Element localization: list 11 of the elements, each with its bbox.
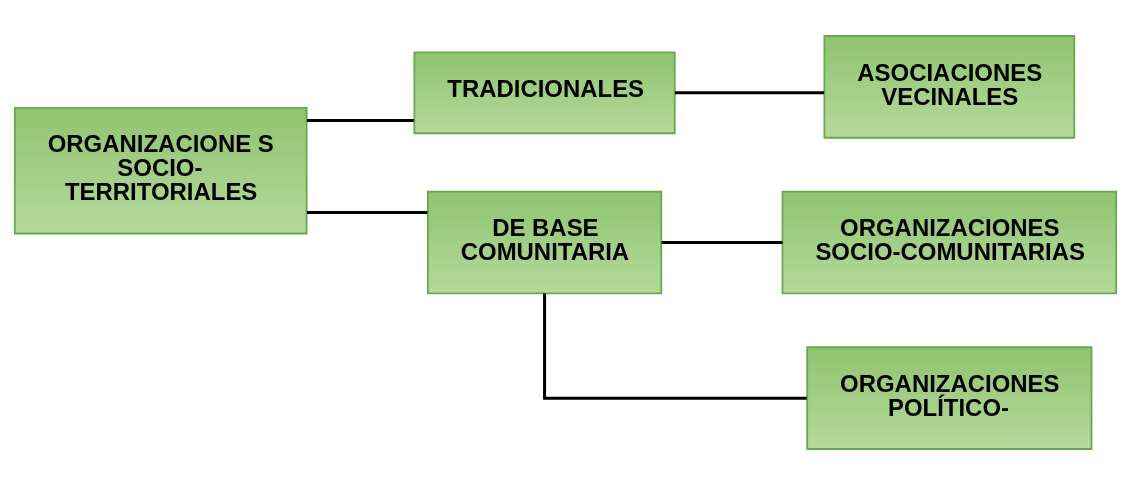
node-box: ORGANIZACIONE S SOCIO- TERRITORIALES (13, 106, 308, 234)
connector (661, 240, 783, 244)
connector (306, 210, 428, 214)
node-box: TRADICIONALES (413, 51, 676, 134)
connector (674, 90, 825, 94)
connector (306, 118, 414, 122)
connector (543, 292, 807, 400)
node-box: ASOCIACIONES VECINALES (823, 34, 1076, 139)
node-box: ORGANIZACIONES SOCIO-COMUNITARIAS (781, 190, 1118, 294)
node-box: DE BASE COMUNITARIA (426, 190, 663, 294)
node-box: ORGANIZACIONES POLÍTICO- (806, 345, 1093, 450)
